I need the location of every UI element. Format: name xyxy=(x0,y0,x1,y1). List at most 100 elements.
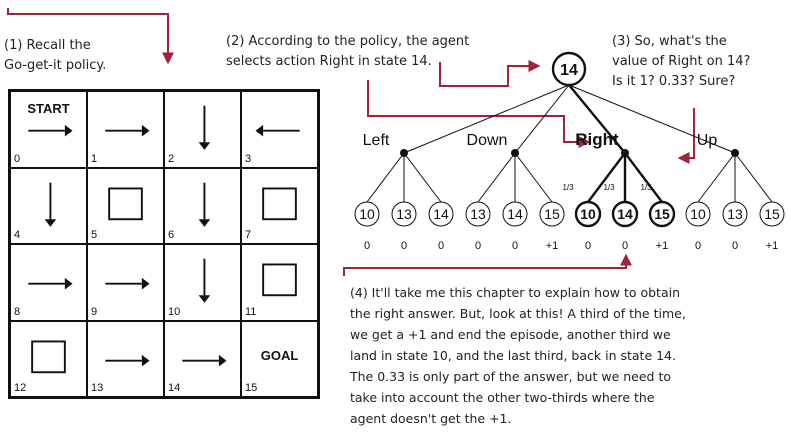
action-label: Up xyxy=(697,132,718,149)
leaf-state-node xyxy=(502,201,528,227)
note4-line: the right answer. But, look at this! A t… xyxy=(350,306,686,321)
leaf-state-node xyxy=(574,200,602,228)
arrow-down-icon xyxy=(198,258,211,303)
note4-line: agent doesn't get the +1. xyxy=(350,411,512,426)
reward-label: 0 xyxy=(622,240,628,252)
root-state-node xyxy=(551,51,587,87)
grid-cell: 14 xyxy=(164,320,241,397)
cell-number: 5 xyxy=(91,229,98,241)
reward-label: 0 xyxy=(401,240,407,252)
leaf-state-label: 14 xyxy=(617,206,633,222)
leaf-state-node xyxy=(759,201,785,227)
action-label: Right xyxy=(575,130,619,149)
grid-cell: 9 xyxy=(87,244,164,321)
cell-number: 1 xyxy=(91,152,98,165)
grid-cell: 3 xyxy=(241,91,318,168)
root-state-label: 14 xyxy=(560,62,578,79)
grid-cell: 13 xyxy=(87,320,164,397)
leaf-state-label: 13 xyxy=(396,206,412,222)
leaf-state-node xyxy=(611,200,639,228)
arrow-right-icon xyxy=(105,124,150,137)
leaf-state-label: 14 xyxy=(433,206,449,222)
grid-cell: 12 xyxy=(10,320,87,397)
note-explanation: (4) It'll take me this chapter to explai… xyxy=(350,282,686,429)
note4-line: The 0.33 is only part of the answer, but… xyxy=(350,369,671,384)
note3-line: Is it 1? 0.33? Sure? xyxy=(612,74,736,89)
reward-label: 0 xyxy=(438,240,444,252)
action-label: Left xyxy=(363,132,390,149)
leaf-state-label: 14 xyxy=(507,206,523,222)
reward-label: 0 xyxy=(364,240,370,252)
leaf-state-node xyxy=(354,201,380,227)
action-node xyxy=(400,149,408,157)
probability-label: 1/3 xyxy=(562,183,574,192)
leaf-state-label: 13 xyxy=(470,206,486,222)
arrow-down-icon xyxy=(198,182,211,227)
leaf-state-node xyxy=(539,201,565,227)
arrow-right-icon xyxy=(105,354,150,366)
cell-number: 9 xyxy=(91,305,98,318)
hole-square-icon xyxy=(108,187,143,220)
note-value-of-right: (3) So, what's the value of Right on 14?… xyxy=(612,32,750,92)
edge-action-leaf xyxy=(697,152,736,203)
note4-line: we get a +1 and end the episode, another… xyxy=(350,327,671,342)
note1-line: Go-get-it policy. xyxy=(4,58,107,73)
cell-label: GOAL xyxy=(260,347,299,363)
edge-root-action xyxy=(568,84,736,154)
leaf-state-node xyxy=(428,201,454,227)
leaf-state-node xyxy=(465,201,491,227)
note3-line: value of Right on 14? xyxy=(612,54,751,69)
edge-action-leaf xyxy=(587,152,626,203)
reward-label: 0 xyxy=(695,240,701,252)
cell-number: 6 xyxy=(168,229,175,241)
leaf-state-label: 10 xyxy=(359,206,375,222)
cell-number: 0 xyxy=(14,152,21,165)
callout-arrow-5 xyxy=(343,253,632,276)
hole-square-icon xyxy=(262,263,297,297)
grid-cell: 7 xyxy=(241,167,318,244)
cell-number: 2 xyxy=(168,152,175,165)
probability-label: 1/3 xyxy=(603,183,615,192)
leaf-state-label: 13 xyxy=(727,206,743,222)
cell-number: 8 xyxy=(14,305,21,318)
grid-cell: 11 xyxy=(241,244,318,321)
arrow-down-icon xyxy=(198,105,211,150)
grid-cell: 5 xyxy=(87,167,164,244)
leaf-state-label: 15 xyxy=(764,206,780,222)
grid-cell: 2 xyxy=(164,91,241,168)
edge-action-leaf xyxy=(734,152,773,203)
hole-square-icon xyxy=(31,339,66,373)
arrow-right-icon xyxy=(182,354,227,366)
cell-number: 13 xyxy=(91,382,104,394)
leaf-state-label: 15 xyxy=(654,206,670,222)
reward-label: 0 xyxy=(512,240,518,252)
leaf-state-label: 10 xyxy=(580,206,596,222)
leaf-state-node xyxy=(648,200,676,228)
reward-label: 0 xyxy=(475,240,481,252)
note1-line: (1) Recall the xyxy=(4,38,91,53)
leaf-state-label: 15 xyxy=(544,206,560,222)
cell-number: 10 xyxy=(168,305,181,318)
action-node xyxy=(511,149,519,157)
cell-number: 11 xyxy=(245,305,257,318)
action-node xyxy=(731,149,739,157)
arrow-left-icon xyxy=(255,124,300,137)
reward-label: +1 xyxy=(656,240,669,252)
edge-action-leaf xyxy=(366,152,405,203)
edge-root-action xyxy=(514,84,570,154)
leaf-state-label: 10 xyxy=(690,206,706,222)
grid-cell: 1 xyxy=(87,91,164,168)
cell-number: 14 xyxy=(168,382,181,394)
action-label: Down xyxy=(467,132,508,149)
grid-cell: 10 xyxy=(164,244,241,321)
probability-label: 1/3 xyxy=(640,183,652,192)
cell-number: 7 xyxy=(245,229,252,241)
note-recall-policy: (1) Recall the Go-get-it policy. xyxy=(4,36,106,76)
edge-action-leaf xyxy=(624,152,663,203)
note2-line: selects action Right in state 14. xyxy=(226,54,432,69)
grid-cell: 4 xyxy=(10,167,87,244)
hole-square-icon xyxy=(262,187,297,220)
action-node xyxy=(621,149,629,157)
